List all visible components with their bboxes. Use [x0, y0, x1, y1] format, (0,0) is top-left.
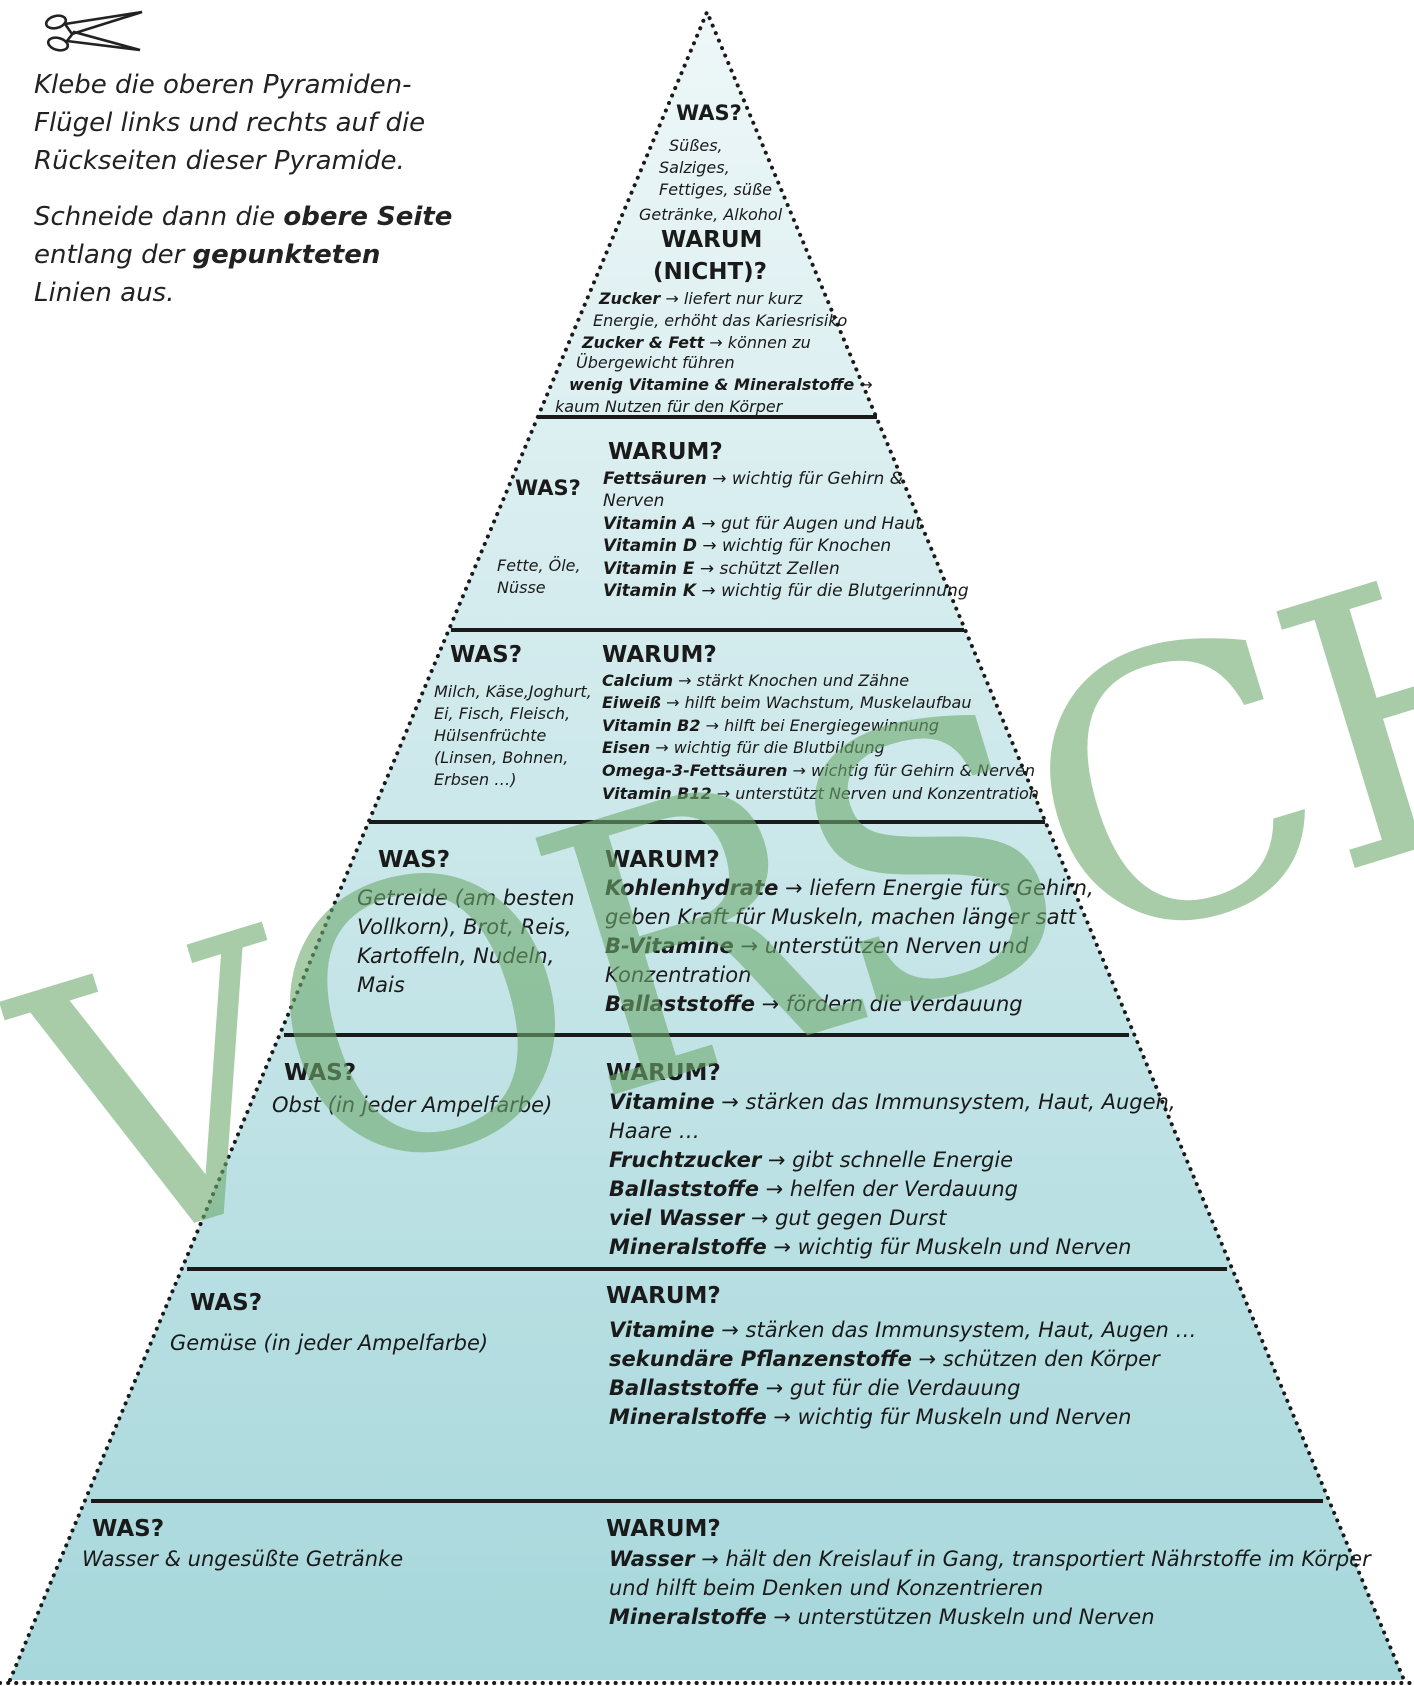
level3-reason: Eisen → wichtig für die Blutbildung: [602, 738, 885, 757]
pyramid-body: [10, 12, 1404, 1680]
level3-was-line: Milch, Käse,Joghurt,: [434, 682, 592, 701]
level2-reason: Vitamin A → gut für Augen und Haut: [603, 514, 923, 534]
level3-was-line: Ei, Fisch, Fleisch,: [434, 704, 571, 723]
instruction-glue: Klebe die oberen Pyramiden-Flügel links …: [34, 70, 426, 176]
level1-was-line: Süßes,: [669, 136, 723, 155]
level1-reason: Zucker & Fett → können zu: [582, 333, 811, 352]
level5-reason: viel Wasser → gut gegen Durst: [609, 1206, 947, 1230]
level5-warum-label: WARUM?: [606, 1060, 721, 1086]
level4-was-line: Getreide (am besten: [357, 886, 575, 910]
level1-warum-label: (NICHT)?: [653, 259, 767, 285]
level3-was-line: Erbsen …): [434, 770, 517, 789]
instruction-cut: Schneide dann die obere Seite entlang de…: [34, 202, 453, 308]
level2-reason: Fettsäuren → wichtig für Gehirn &: [603, 469, 903, 489]
level1-reason: Übergewicht führen: [576, 353, 735, 372]
level3-reason: Eiweiß → hilft beim Wachstum, Muskelaufb…: [602, 693, 972, 712]
level6-reason: sekundäre Pflanzenstoffe → schützen den …: [609, 1347, 1160, 1371]
level3-reason: Vitamin B2 → hilft bei Energiegewinnung: [602, 716, 939, 735]
level4-reason: B-Vitamine → unterstützen Nerven und: [605, 934, 1029, 958]
cut-line-dotted: [8, 6, 1406, 1682]
level3-was-label: WAS?: [450, 642, 523, 668]
level3-reason: Calcium → stärkt Knochen und Zähne: [602, 671, 910, 690]
level7-reason: und hilft beim Denken und Konzentrieren: [609, 1576, 1044, 1600]
level4-was-line: Kartoffeln, Nudeln,: [357, 944, 555, 968]
level5-reason: Ballaststoffe → helfen der Verdauung: [609, 1177, 1018, 1201]
level2-reason: Vitamin K → wichtig für die Blutgerinnun…: [603, 581, 969, 601]
level2-reason: Vitamin D → wichtig für Knochen: [603, 536, 892, 556]
level1-reason: Zucker → liefert nur kurz: [599, 289, 803, 308]
level1-reason: Energie, erhöht das Kariesrisiko: [593, 311, 848, 330]
level3-was-line: Hülsenfrüchte: [434, 726, 547, 745]
level4-was-label: WAS?: [378, 847, 451, 873]
level5-reason: Mineralstoffe → wichtig für Muskeln und …: [609, 1235, 1132, 1259]
level6-warum-label: WARUM?: [606, 1283, 721, 1309]
level5-reason: Haare …: [609, 1119, 700, 1143]
level2-was-line: Fette, Öle,: [497, 556, 581, 575]
instructions: Klebe die oberen Pyramiden-Flügel links …: [34, 66, 454, 330]
level6-was-line: Gemüse (in jeder Ampelfarbe): [170, 1331, 489, 1355]
level6-was-label: WAS?: [190, 1290, 263, 1316]
level3-reason: Vitamin B12 → unterstützt Nerven und Kon…: [602, 784, 1039, 803]
level2-was-label: WAS?: [515, 476, 581, 500]
level3-was-line: (Linsen, Bohnen,: [434, 748, 569, 767]
level5-was-label: WAS?: [284, 1060, 357, 1086]
level4-reason: geben Kraft für Muskeln, machen länger s…: [605, 905, 1076, 929]
level6-reason: Ballaststoffe → gut für die Verdauung: [609, 1376, 1021, 1400]
level2-warum-label: WARUM?: [608, 439, 723, 465]
level6-reason: Vitamine → stärken das Immunsystem, Haut…: [609, 1318, 1197, 1342]
level7-was-label: WAS?: [92, 1516, 165, 1542]
scissors-icon: [44, 10, 143, 52]
level4-warum-label: WARUM?: [605, 847, 720, 873]
level7-reason: Mineralstoffe → unterstützen Muskeln und…: [609, 1605, 1155, 1629]
level4-reason: Konzentration: [605, 963, 752, 987]
level1-reason: kaum Nutzen für den Körper: [555, 397, 783, 416]
level7-reason: Wasser → hält den Kreislauf in Gang, tra…: [609, 1547, 1371, 1571]
level4-reason: Kohlenhydrate → liefern Energie fürs Geh…: [605, 876, 1094, 900]
level2-reason: Nerven: [603, 491, 665, 511]
level4-was-line: Mais: [357, 973, 405, 997]
level1-was-label: WAS?: [676, 101, 742, 125]
level4-was-line: Vollkorn), Brot, Reis,: [357, 915, 572, 939]
level5-reason: Vitamine → stärken das Immunsystem, Haut…: [609, 1090, 1176, 1114]
level1-was-line: Getränke, Alkohol: [639, 205, 783, 224]
level4-reason: Ballaststoffe → fördern die Verdauung: [605, 992, 1023, 1016]
level7-warum-label: WARUM?: [606, 1516, 721, 1542]
level5-was-line: Obst (in jeder Ampelfarbe): [272, 1093, 553, 1117]
level1-was-line: Salziges,: [659, 158, 730, 177]
level7-was-line: Wasser & ungesüßte Getränke: [82, 1547, 404, 1571]
level2-was-line: Nüsse: [497, 578, 546, 597]
level5-reason: Fruchtzucker → gibt schnelle Energie: [609, 1148, 1014, 1172]
level3-warum-label: WARUM?: [602, 642, 717, 668]
level1-reason: wenig Vitamine & Mineralstoffe →: [569, 375, 873, 394]
level1-was-line: Fettiges, süße: [659, 180, 772, 199]
level6-reason: Mineralstoffe → wichtig für Muskeln und …: [609, 1405, 1132, 1429]
level2-reason: Vitamin E → schützt Zellen: [603, 559, 840, 579]
level1-warum-label: WARUM: [661, 227, 763, 253]
level3-reason: Omega-3-Fettsäuren → wichtig für Gehirn …: [602, 761, 1035, 780]
